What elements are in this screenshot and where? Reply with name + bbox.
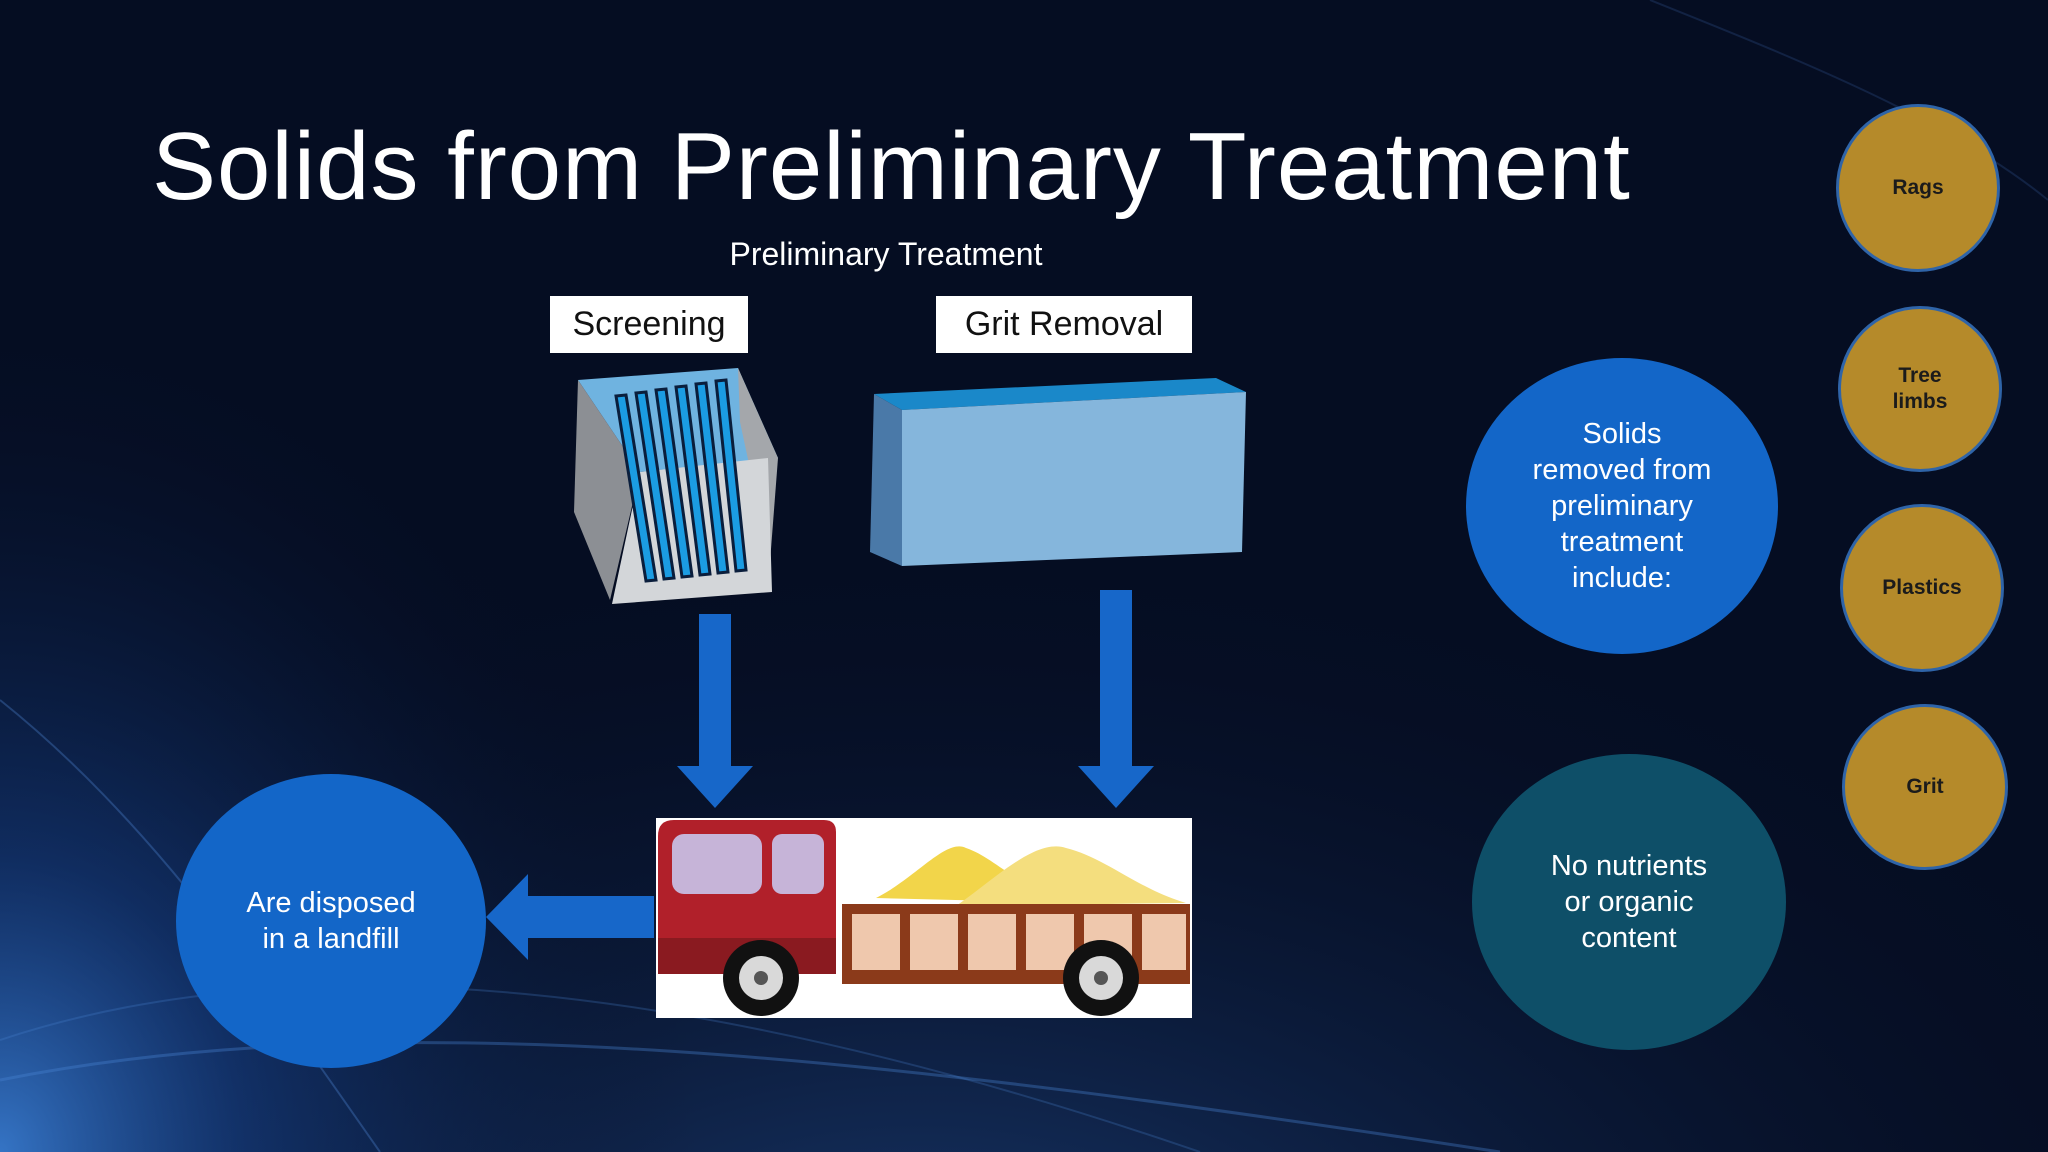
arrow-down-screening (677, 614, 753, 808)
screening-box-illustration (574, 368, 778, 604)
no-nutrients-circle: No nutrients or organic content (1472, 754, 1786, 1050)
solid-item-label: Tree limbs (1892, 364, 1948, 413)
slide-title: Solids from Preliminary Treatment (152, 113, 1631, 220)
grit-removal-label: Grit Removal (936, 296, 1192, 353)
screening-label: Screening (550, 296, 748, 353)
solid-item-label: Rags (1892, 176, 1944, 199)
grit-tank-illustration (870, 378, 1246, 566)
solid-item-tree-limbs: Tree limbs (1838, 306, 2002, 472)
solid-item-label: Plastics (1882, 576, 1962, 599)
arrow-down-grit (1078, 590, 1154, 808)
diagram-subtitle: Preliminary Treatment (729, 236, 1043, 272)
solid-item-plastics: Plastics (1840, 504, 2004, 672)
truck-wheels (723, 940, 1139, 1016)
disposal-circle: Are disposed in a landfill (176, 774, 486, 1068)
solids-include-text: Solids removed from preliminary treatmen… (1532, 418, 1712, 594)
solid-item-rags: Rags (1836, 104, 2000, 272)
solid-item-label: Grit (1906, 775, 1944, 798)
dump-truck-illustration (656, 818, 1192, 1018)
arrow-left-landfill (486, 874, 654, 960)
solid-item-grit: Grit (1842, 704, 2008, 870)
disposal-text: Are disposed in a landfill (246, 887, 416, 955)
solids-include-circle: Solids removed from preliminary treatmen… (1466, 358, 1778, 654)
no-nutrients-text: No nutrients or organic content (1550, 850, 1708, 954)
